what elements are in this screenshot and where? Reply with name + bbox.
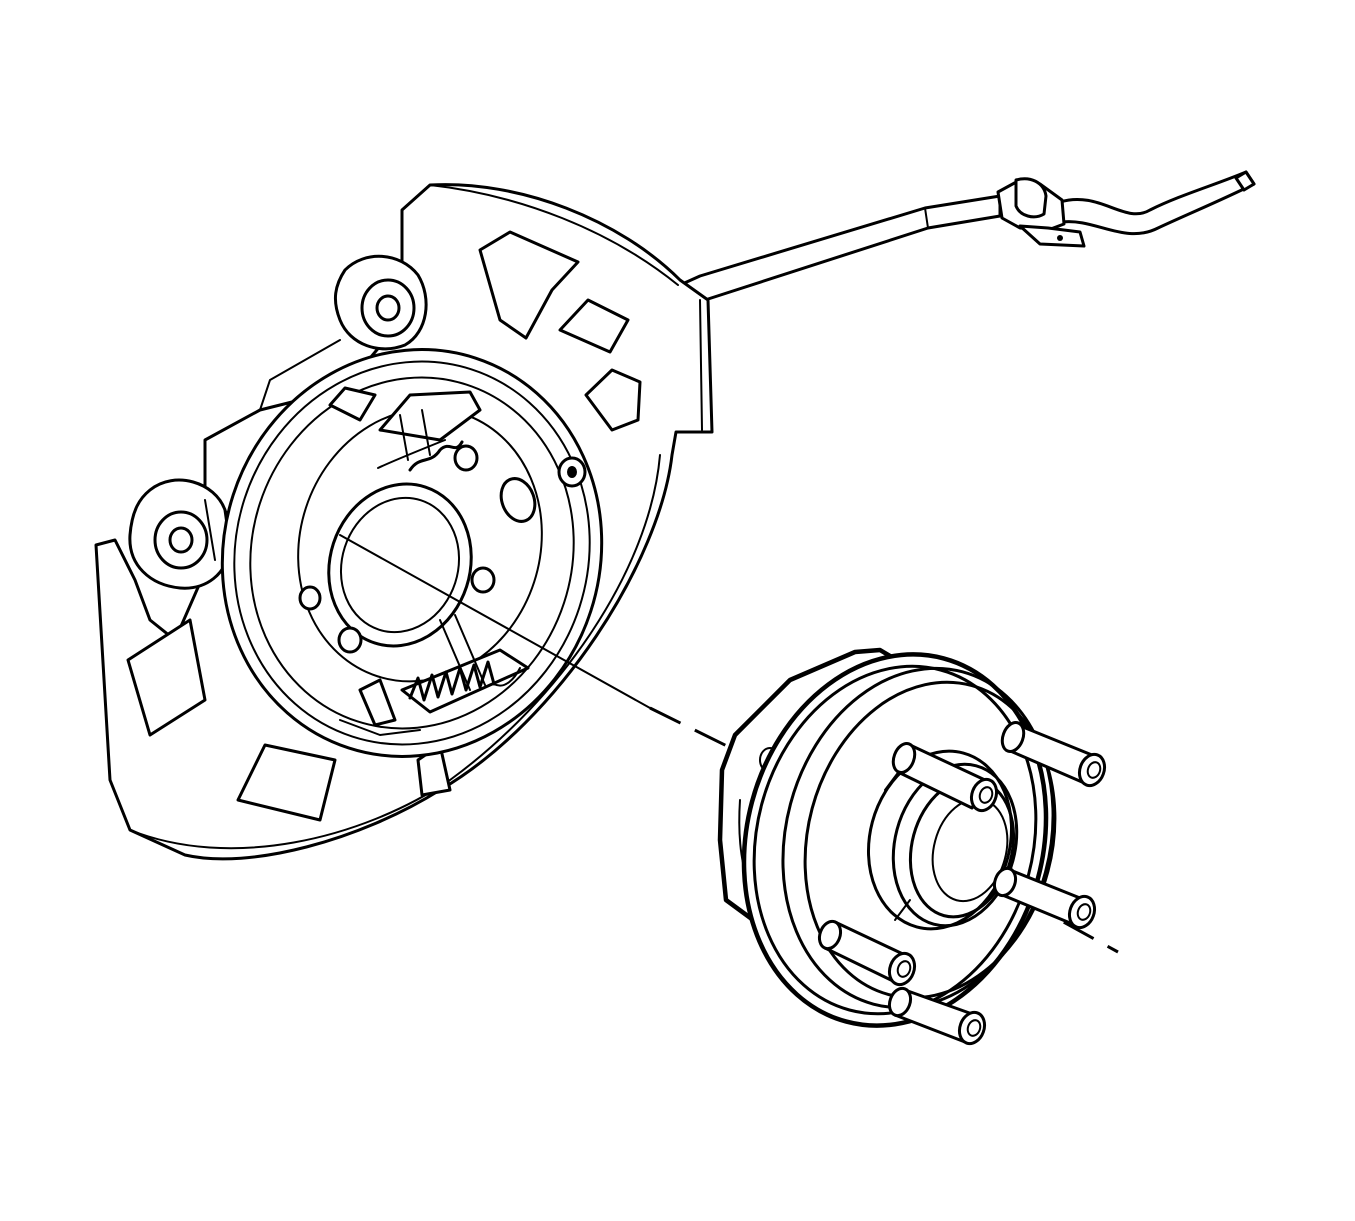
wheel-stud-5 xyxy=(887,986,987,1046)
wheel-stud-1 xyxy=(1000,720,1107,788)
backing-plate-hub-bore xyxy=(327,482,473,648)
wheel-studs xyxy=(817,720,1107,1046)
backing-plate-window-left xyxy=(126,618,207,737)
assembly-axis xyxy=(649,706,736,752)
parking-brake-cable xyxy=(678,170,1256,302)
backing-plate-window-right xyxy=(584,368,642,432)
parking-brake-shoe-assembly xyxy=(220,348,604,758)
wheel-stud-4 xyxy=(817,919,917,987)
backing-plate-window-top xyxy=(478,230,580,340)
assembly-axis-solid xyxy=(339,534,651,709)
wheel-stud-2 xyxy=(891,741,999,813)
backing-plate-window-upper-right xyxy=(558,298,630,354)
lower-return-spring xyxy=(400,648,530,714)
wheel-stud-3 xyxy=(992,866,1097,930)
backing-plate-window-bottom-left xyxy=(236,743,337,822)
cable-bracket xyxy=(996,177,1086,248)
